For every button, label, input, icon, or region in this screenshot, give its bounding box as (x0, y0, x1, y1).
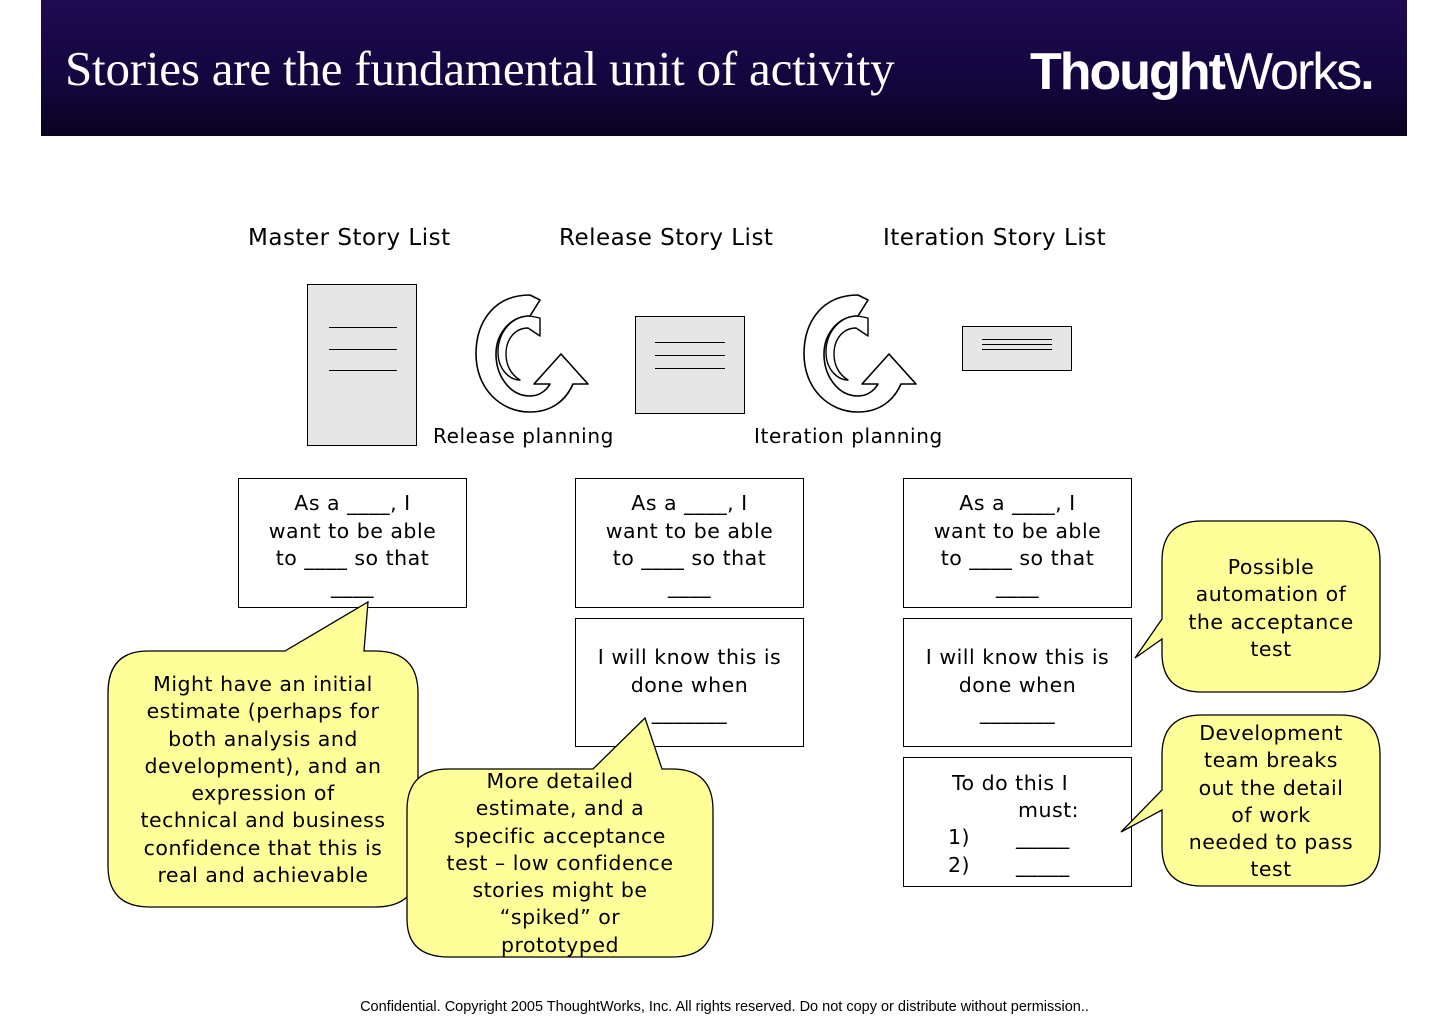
initial-estimate-callout-shape (107, 600, 419, 908)
iteration-list-document-icon (962, 326, 1072, 371)
iteration-story-card: As a ____, I want to be able to ____ so … (903, 478, 1132, 608)
thoughtworks-logo: ThoughtWorks. (1030, 43, 1375, 101)
release-story-card: As a ____, I want to be able to ____ so … (575, 478, 804, 608)
release-cycle-arrow-icon (475, 294, 589, 413)
copyright-footer: Confidential. Copyright 2005 ThoughtWork… (360, 999, 1089, 1015)
task-item-blank: _____ (1016, 853, 1070, 877)
release-list-document-icon (635, 316, 745, 414)
automation-callout-shape (1134, 520, 1381, 693)
task-item-number: 2) (948, 853, 971, 877)
iteration-planning-label: Iteration planning (754, 424, 943, 448)
iteration-cycle-arrow-icon (803, 294, 917, 413)
iteration-story-list-label: Iteration Story List (883, 225, 1107, 251)
master-story-card: As a ____, I want to be able to ____ so … (238, 478, 467, 608)
task-heading: To do this I (952, 771, 1069, 795)
iteration-task-card: To do this I must: 1) _____ 2) _____ (903, 757, 1132, 887)
release-planning-label: Release planning (433, 424, 614, 448)
task-item-number: 1) (948, 825, 971, 849)
breakdown-callout: Development team breaks out the detail o… (1188, 721, 1354, 882)
release-story-list-label: Release Story List (559, 225, 774, 251)
master-list-document-icon (307, 284, 417, 446)
slide-title: Stories are the fundamental unit of acti… (65, 41, 895, 96)
automation-callout: Possible automation of the acceptance te… (1188, 555, 1354, 661)
task-item-blank: _____ (1016, 825, 1070, 849)
breakdown-callout-shape (1120, 714, 1381, 887)
detailed-estimate-callout: More detailed estimate, and a specific a… (446, 769, 674, 957)
task-heading-cont: must: (1018, 798, 1080, 822)
master-story-list-label: Master Story List (248, 225, 451, 251)
initial-estimate-callout: Might have an initial estimate (perhaps … (140, 672, 386, 888)
detailed-estimate-callout-shape (406, 716, 714, 958)
title-banner (41, 0, 1407, 136)
iteration-acceptance-card: I will know this is done when _______ (903, 618, 1132, 747)
release-acceptance-card: I will know this is done when _______ (575, 618, 804, 747)
